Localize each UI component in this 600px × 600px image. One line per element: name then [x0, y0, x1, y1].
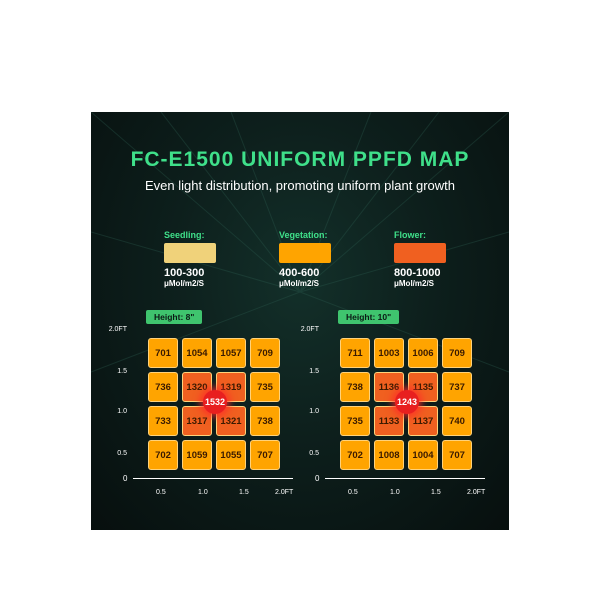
axis-origin: 0	[315, 474, 320, 483]
legend-seedling: Seedling: 100-300 μMol/m2/S	[164, 230, 264, 288]
ppfd-cell: 740	[442, 406, 472, 436]
legend-swatch	[394, 243, 446, 263]
legend-swatch	[164, 243, 216, 263]
legend-unit: μMol/m2/S	[164, 279, 205, 288]
ppfd-cell: 702	[340, 440, 370, 470]
x-tick: 1.5	[239, 489, 249, 496]
legend-range: 400-600	[279, 267, 320, 279]
x-axis-line	[325, 478, 485, 479]
ppfd-cell: 1057	[216, 338, 246, 368]
ppfd-cell: 1004	[408, 440, 438, 470]
x-tick: 0.5	[156, 489, 166, 496]
center-peak-badge: 1243	[395, 390, 419, 414]
legend-label: Seedling:	[164, 230, 205, 240]
ppfd-grid-8in: 2.0FT 1.5 1.0 0.5 0 0.5 1.0 1.5 2.0FT 70…	[105, 322, 295, 496]
axis-origin: 0	[123, 474, 128, 483]
ppfd-cell: 1008	[374, 440, 404, 470]
x-tick: 1.0	[390, 489, 400, 496]
page-title: FC-E1500 UNIFORM PPFD MAP	[130, 148, 470, 171]
x-tick: 1.0	[198, 489, 208, 496]
height-badge-10: Height: 10"	[338, 310, 400, 324]
legend-label: Flower:	[394, 230, 427, 240]
legend-unit: μMol/m2/S	[394, 279, 435, 288]
y-tick: 2.0FT	[300, 326, 319, 333]
ppfd-cell: 1133	[374, 406, 404, 436]
y-tick: 0.5	[117, 450, 127, 457]
ppfd-cell: 1054	[182, 338, 212, 368]
center-peak-badge: 1532	[203, 390, 227, 414]
ppfd-cell: 1006	[408, 338, 438, 368]
ppfd-cell: 1059	[182, 440, 212, 470]
y-tick: 0.5	[309, 450, 319, 457]
y-tick: 2.0FT	[108, 326, 127, 333]
legend-unit: μMol/m2/S	[279, 279, 320, 288]
ppfd-cell: 1135	[408, 372, 438, 402]
ppfd-cell: 738	[250, 406, 280, 436]
legend-label: Vegetation:	[279, 230, 328, 240]
y-tick: 1.5	[117, 368, 127, 375]
ppfd-cell: 707	[442, 440, 472, 470]
y-tick: 1.5	[309, 368, 319, 375]
ppfd-cell: 707	[250, 440, 280, 470]
legend-range: 800-1000	[394, 267, 441, 279]
y-tick: 1.0	[117, 408, 127, 415]
x-tick: 0.5	[348, 489, 358, 496]
ppfd-cell: 1055	[216, 440, 246, 470]
legend-swatch	[279, 243, 331, 263]
page-subtitle: Even light distribution, promoting unifo…	[145, 178, 455, 193]
x-axis-line	[133, 478, 293, 479]
ppfd-cell: 736	[148, 372, 178, 402]
ppfd-cell: 737	[442, 372, 472, 402]
legend-range: 100-300	[164, 267, 205, 279]
legend-vegetation: Vegetation: 400-600 μMol/m2/S	[279, 230, 379, 288]
x-tick: 2.0FT	[467, 489, 486, 496]
ppfd-cell: 1003	[374, 338, 404, 368]
legend-flower: Flower: 800-1000 μMol/m2/S	[394, 230, 494, 288]
ppfd-panel: FC-E1500 UNIFORM PPFD MAP Even light dis…	[91, 112, 509, 530]
x-tick: 2.0FT	[275, 489, 294, 496]
y-tick: 1.0	[309, 408, 319, 415]
ppfd-cell: 733	[148, 406, 178, 436]
ppfd-grid-10in: 2.0FT 1.5 1.0 0.5 0 0.5 1.0 1.5 2.0FT 71…	[297, 322, 487, 496]
height-badge-8: Height: 8"	[146, 310, 203, 324]
ppfd-cell: 738	[340, 372, 370, 402]
ppfd-cell: 709	[250, 338, 280, 368]
ppfd-cell: 701	[148, 338, 178, 368]
ppfd-cell: 702	[148, 440, 178, 470]
ppfd-cell: 709	[442, 338, 472, 368]
ppfd-cell: 735	[250, 372, 280, 402]
ppfd-cell: 711	[340, 338, 370, 368]
ppfd-cell: 735	[340, 406, 370, 436]
x-tick: 1.5	[431, 489, 441, 496]
